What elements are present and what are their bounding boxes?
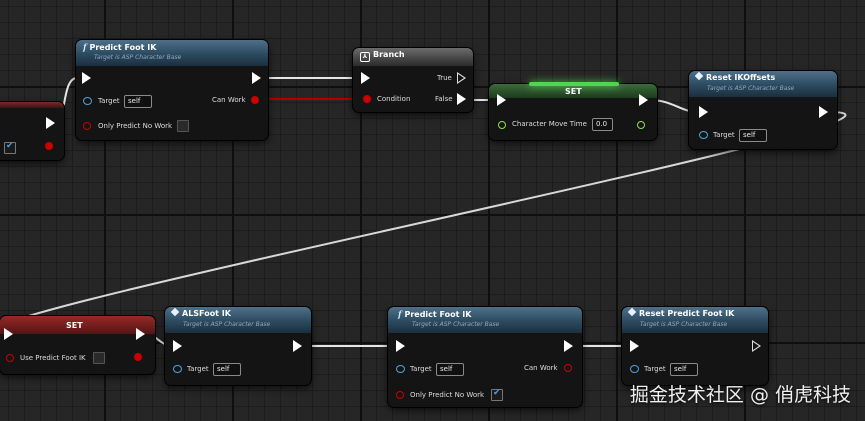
only-predict-label: Only Predict No Work — [410, 391, 485, 399]
left-partial-node-header — [0, 102, 64, 108]
target-field[interactable]: self — [436, 363, 464, 376]
exec-out-pin[interactable] — [136, 328, 145, 340]
node-title: Reset Predict Foot IK — [639, 309, 735, 318]
function-icon: f — [398, 309, 402, 319]
false-exec-pin[interactable] — [457, 93, 466, 105]
set-move-time-node[interactable]: SET Character Move Time 0.0 — [489, 82, 657, 140]
reset-ikoffsets-node[interactable]: Reset IKOffsets Target is ASP Character … — [689, 71, 837, 149]
node-header: SET — [489, 82, 657, 98]
target-label: Target — [713, 131, 735, 139]
branch-icon: ⅄ — [360, 52, 370, 62]
event-icon — [694, 71, 704, 81]
target-pin[interactable] — [396, 365, 405, 373]
exec-out-pin[interactable] — [293, 340, 302, 352]
reset-predict-foot-ik-node[interactable]: Reset Predict Foot IK Target is ASP Char… — [622, 307, 768, 385]
only-predict-checkbox[interactable] — [177, 120, 189, 132]
target-label: Target — [644, 365, 666, 373]
only-predict-label: Only Predict No Work — [98, 122, 173, 130]
target-field[interactable]: self — [213, 363, 241, 376]
target-pin[interactable] — [699, 131, 708, 139]
alsfoot-ik-node[interactable]: ALSFoot IK Target is ASP Character Base … — [165, 307, 311, 385]
target-pin[interactable] — [630, 365, 639, 373]
exec-out-pin[interactable] — [819, 106, 828, 118]
target-pin[interactable] — [173, 365, 182, 373]
left-bool-checkbox[interactable] — [4, 141, 16, 154]
exec-in-pin[interactable] — [173, 340, 182, 352]
node-title: Reset IKOffsets — [706, 73, 776, 82]
target-field[interactable]: self — [124, 95, 152, 108]
node-header: SET — [0, 316, 155, 334]
exec-in-pin[interactable] — [497, 94, 506, 106]
target-pin[interactable] — [83, 97, 92, 105]
exec-out-pin[interactable] — [752, 340, 761, 352]
node-subtitle: Target is ASP Character Base — [707, 85, 795, 92]
target-label: Target — [98, 97, 120, 105]
can-work-pin[interactable] — [564, 364, 572, 372]
node-title: Predict Foot IK — [404, 310, 472, 319]
exec-out-pin[interactable] — [46, 117, 55, 129]
only-predict-pin[interactable] — [83, 122, 91, 130]
set-use-predict-node[interactable]: SET Use Predict Foot IK — [0, 316, 155, 374]
target-field[interactable]: self — [739, 129, 767, 142]
use-predict-in-pin[interactable] — [6, 354, 14, 362]
exec-in-pin[interactable] — [630, 340, 639, 352]
exec-out-pin[interactable] — [564, 340, 573, 352]
node-subtitle: Target is ASP Character Base — [94, 54, 182, 61]
condition-label: Condition — [377, 95, 411, 103]
node-header: Reset Predict Foot IK Target is ASP Char… — [622, 307, 768, 333]
set-green-glow — [529, 82, 619, 86]
node-subtitle: Target is ASP Character Base — [412, 321, 500, 328]
exec-in-pin[interactable] — [699, 106, 708, 118]
true-exec-pin[interactable] — [457, 72, 466, 84]
node-header: ALSFoot IK Target is ASP Character Base — [165, 307, 311, 333]
node-header: ⅄Branch — [353, 48, 473, 66]
condition-pin[interactable] — [363, 95, 371, 103]
exec-out-pin[interactable] — [252, 72, 261, 84]
function-icon: f — [83, 42, 87, 52]
node-title: Branch — [373, 50, 405, 59]
exec-in-pin[interactable] — [82, 72, 91, 84]
node-title: SET — [66, 321, 83, 330]
node-subtitle: Target is ASP Character Base — [640, 321, 728, 328]
true-label: True — [437, 74, 452, 82]
branch-node[interactable]: ⅄Branch True Condition False — [353, 48, 473, 112]
false-label: False — [435, 95, 453, 103]
left-bool-out-pin[interactable] — [45, 142, 53, 150]
event-icon — [627, 307, 637, 317]
event-icon — [170, 307, 180, 317]
left-partial-node[interactable] — [0, 102, 64, 160]
exec-in-pin[interactable] — [361, 72, 370, 84]
only-predict-checkbox[interactable] — [491, 388, 503, 401]
exec-in-pin[interactable] — [4, 328, 13, 340]
move-time-label: Character Move Time — [512, 120, 587, 128]
target-field[interactable]: self — [670, 363, 698, 376]
node-title: ALSFoot IK — [182, 309, 231, 318]
can-work-label: Can Work — [524, 364, 558, 372]
node-title: Predict Foot IK — [89, 43, 157, 52]
use-predict-label: Use Predict Foot IK — [20, 354, 86, 362]
only-predict-pin[interactable] — [396, 391, 404, 399]
can-work-pin[interactable] — [251, 96, 259, 104]
node-title: SET — [565, 87, 582, 96]
can-work-label: Can Work — [212, 96, 246, 104]
target-label: Target — [410, 365, 432, 373]
use-predict-out-pin[interactable] — [134, 353, 142, 361]
exec-in-pin[interactable] — [396, 340, 405, 352]
site-watermark: 掘金技术社区 @ 俏虎科技 — [629, 384, 851, 406]
node-header: Reset IKOffsets Target is ASP Character … — [689, 71, 837, 97]
move-time-in-pin[interactable] — [498, 121, 506, 129]
use-predict-checkbox[interactable] — [93, 352, 105, 364]
move-time-out-pin[interactable] — [637, 121, 645, 129]
target-label: Target — [187, 365, 209, 373]
move-time-field[interactable]: 0.0 — [592, 118, 613, 131]
node-subtitle: Target is ASP Character Base — [183, 321, 271, 328]
exec-out-pin[interactable] — [639, 94, 648, 106]
